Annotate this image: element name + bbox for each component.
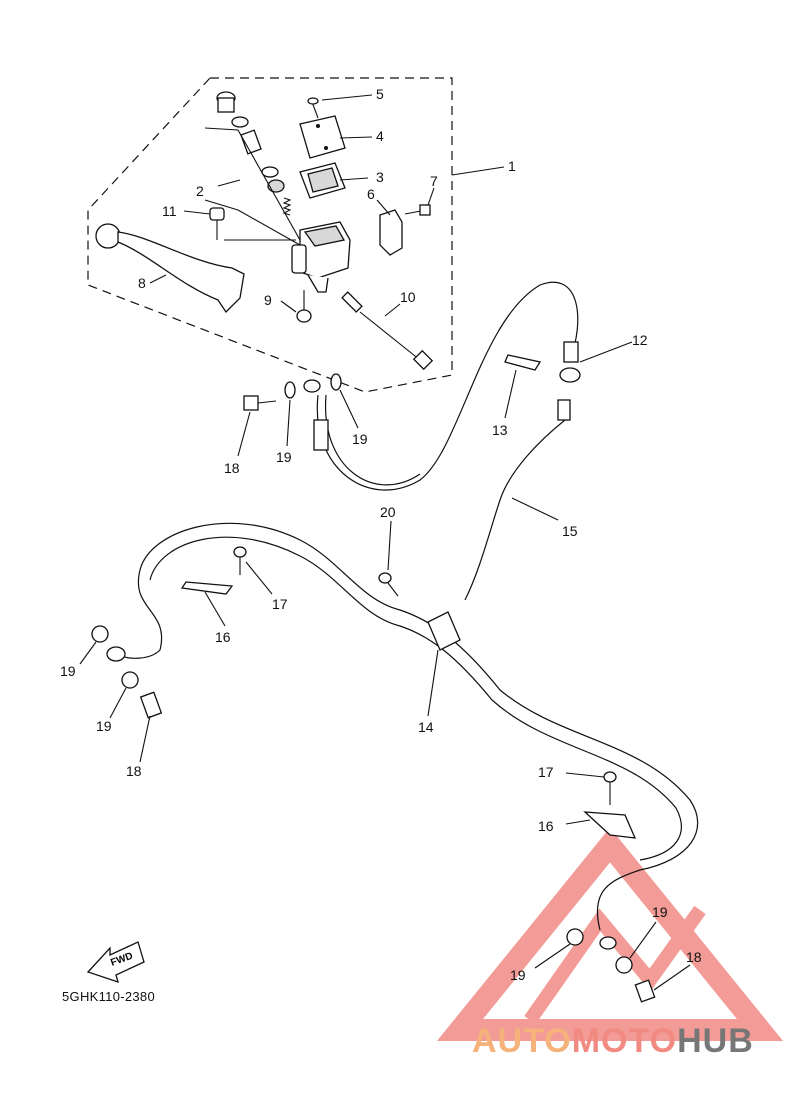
copper-washer-right-b [615, 956, 633, 974]
callout-12: 12 [632, 332, 648, 348]
hose-bracket [504, 354, 542, 371]
callout-16-right: 16 [538, 818, 554, 834]
callout-6: 6 [367, 186, 375, 202]
callout-18-upper: 18 [224, 460, 240, 476]
brake-lever [95, 223, 245, 314]
callout-19-left-b: 19 [96, 718, 112, 734]
pivot-nut [296, 309, 312, 323]
callout-16-left: 16 [215, 629, 231, 645]
front-brake-switch [341, 291, 434, 371]
callout-1: 1 [508, 158, 516, 174]
callout-14: 14 [418, 719, 434, 735]
hose-joint-fitting [559, 341, 581, 383]
clamp-bolt-left [233, 546, 247, 575]
front-brake-pipe [464, 419, 566, 601]
callout-13: 13 [492, 422, 508, 438]
copper-washer-right-a [566, 928, 584, 946]
callout-18-left: 18 [126, 763, 142, 779]
upper-hose-loop [316, 281, 579, 491]
callout-4: 4 [376, 128, 384, 144]
master-cylinder-assembly-boundary [87, 77, 453, 393]
drawing-code: 5GHK110-2380 [62, 989, 155, 1004]
hose-clamp-right [583, 811, 637, 839]
callout-20: 20 [380, 504, 396, 520]
callout-17-left: 17 [272, 596, 288, 612]
copper-washer-left-a [91, 625, 109, 643]
watermark-text: AUTOMOTOHUB [472, 1022, 754, 1061]
callout-9: 9 [264, 292, 272, 308]
callout-11: 11 [162, 203, 177, 219]
fwd-arrow-icon: FWD [86, 941, 145, 984]
callout-3: 3 [376, 169, 384, 185]
union-bolt-right [634, 979, 656, 1003]
hose-banjo-upper [303, 379, 329, 451]
cap-screw [307, 97, 319, 119]
callout-19-left-a: 19 [60, 663, 76, 679]
callout-8: 8 [138, 275, 146, 291]
copper-washer-upper-right [330, 373, 342, 391]
diaphragm [299, 162, 346, 199]
holder-clamp [379, 209, 403, 256]
watermark-logo [436, 827, 784, 1041]
callout-19-right-a: 19 [510, 967, 526, 983]
callout-19-right-b: 19 [652, 904, 668, 920]
watermark-part-1: AUTO [472, 1022, 572, 1060]
callout-5: 5 [376, 86, 384, 102]
callout-7: 7 [430, 173, 438, 189]
watermark-part-3: HUB [677, 1022, 754, 1060]
hose-clamp-left [180, 581, 234, 595]
three-way-joint [427, 611, 461, 651]
union-bolt-left [139, 691, 163, 719]
callout-17-right: 17 [538, 764, 554, 780]
copper-washer-left-b [121, 671, 139, 689]
callout-leaders [79, 94, 691, 991]
callout-19-upper-a: 19 [276, 449, 292, 465]
piston-kit [204, 91, 301, 246]
hose-banjo-right [599, 936, 617, 950]
callout-15: 15 [562, 523, 578, 539]
clamp-bolt-right [603, 771, 617, 805]
callout-19-upper-b: 19 [352, 431, 368, 447]
callout-18-right: 18 [686, 949, 702, 965]
callout-2: 2 [196, 183, 204, 199]
reservoir-cap [299, 115, 346, 159]
copper-washer-upper-left [284, 381, 296, 399]
callout-10: 10 [400, 289, 416, 305]
callout-labels: 1 2 3 4 5 6 7 8 9 10 11 12 13 14 15 16 1… [60, 86, 702, 983]
master-cylinder-body [291, 221, 351, 293]
hose-banjo-left [106, 646, 126, 662]
hose-guide-bolt [378, 572, 399, 597]
holder-bolt [404, 204, 431, 216]
union-bolt-upper [243, 395, 277, 411]
watermark-part-2: MOTO [571, 1022, 678, 1060]
